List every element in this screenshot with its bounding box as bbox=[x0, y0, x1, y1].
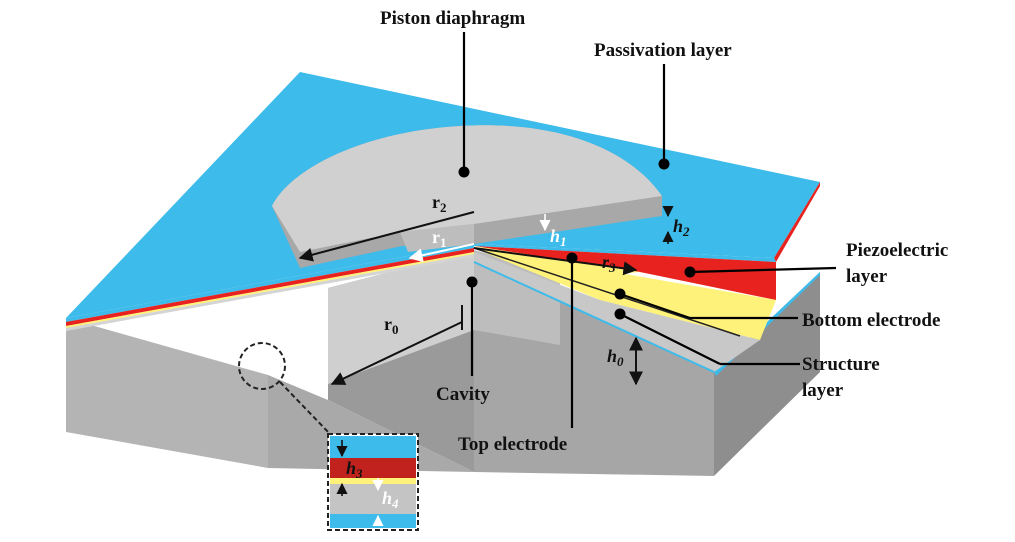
zoom-circle bbox=[238, 342, 286, 390]
cavity-back-wall bbox=[328, 250, 474, 384]
section-dark-line bbox=[473, 247, 741, 337]
diaphragm-notch bbox=[400, 224, 474, 252]
r1-arrow bbox=[408, 243, 475, 263]
h1-label: h1 bbox=[550, 226, 567, 249]
r0-label: r0 bbox=[384, 314, 399, 337]
r3-arrow bbox=[473, 247, 638, 276]
h3-label: h3 bbox=[346, 458, 363, 481]
right-edge-piezo bbox=[774, 182, 820, 262]
left-edge-piezo bbox=[66, 248, 474, 326]
label-structure-2: layer bbox=[802, 380, 844, 401]
section-piezoelectric bbox=[474, 246, 776, 300]
label-piston-diaphragm: Piston diaphragm bbox=[380, 8, 525, 29]
layer-inset bbox=[327, 433, 419, 531]
substrate-front-base bbox=[268, 375, 474, 472]
h2-label: h2 bbox=[673, 216, 690, 239]
left-edge-electrode bbox=[66, 252, 474, 328]
zoom-connector bbox=[279, 381, 331, 435]
label-structure-1: Structure bbox=[802, 354, 880, 375]
label-piezoelectric-2: layer bbox=[846, 266, 888, 287]
section-bottom-line bbox=[473, 261, 715, 373]
left-edge-structure bbox=[66, 254, 474, 331]
label-passivation-layer: Passivation layer bbox=[594, 40, 732, 61]
substrate-right-front-face bbox=[714, 272, 820, 476]
h4-label: h4 bbox=[382, 488, 399, 511]
r0-arrow bbox=[330, 321, 463, 385]
r1-label: r1 bbox=[432, 227, 447, 250]
leader-bottom-electrode bbox=[619, 292, 691, 320]
section-passivation bbox=[474, 244, 776, 262]
leader-structure bbox=[619, 313, 721, 365]
label-top-electrode: Top electrode bbox=[458, 434, 567, 455]
piston-diaphragm-top bbox=[272, 125, 662, 252]
leader-piezo bbox=[689, 266, 837, 274]
r3-label: r3 bbox=[602, 252, 616, 275]
substrate-left-front-face bbox=[66, 318, 268, 468]
label-piezoelectric-1: Piezoelectric bbox=[846, 240, 948, 261]
left-edge-passivation bbox=[66, 244, 474, 322]
r2-label: r2 bbox=[432, 192, 447, 215]
r2-arrow bbox=[298, 211, 475, 262]
label-bottom-electrode: Bottom electrode bbox=[802, 310, 940, 331]
h0-label: h0 bbox=[607, 346, 624, 369]
label-cavity: Cavity bbox=[436, 384, 490, 405]
